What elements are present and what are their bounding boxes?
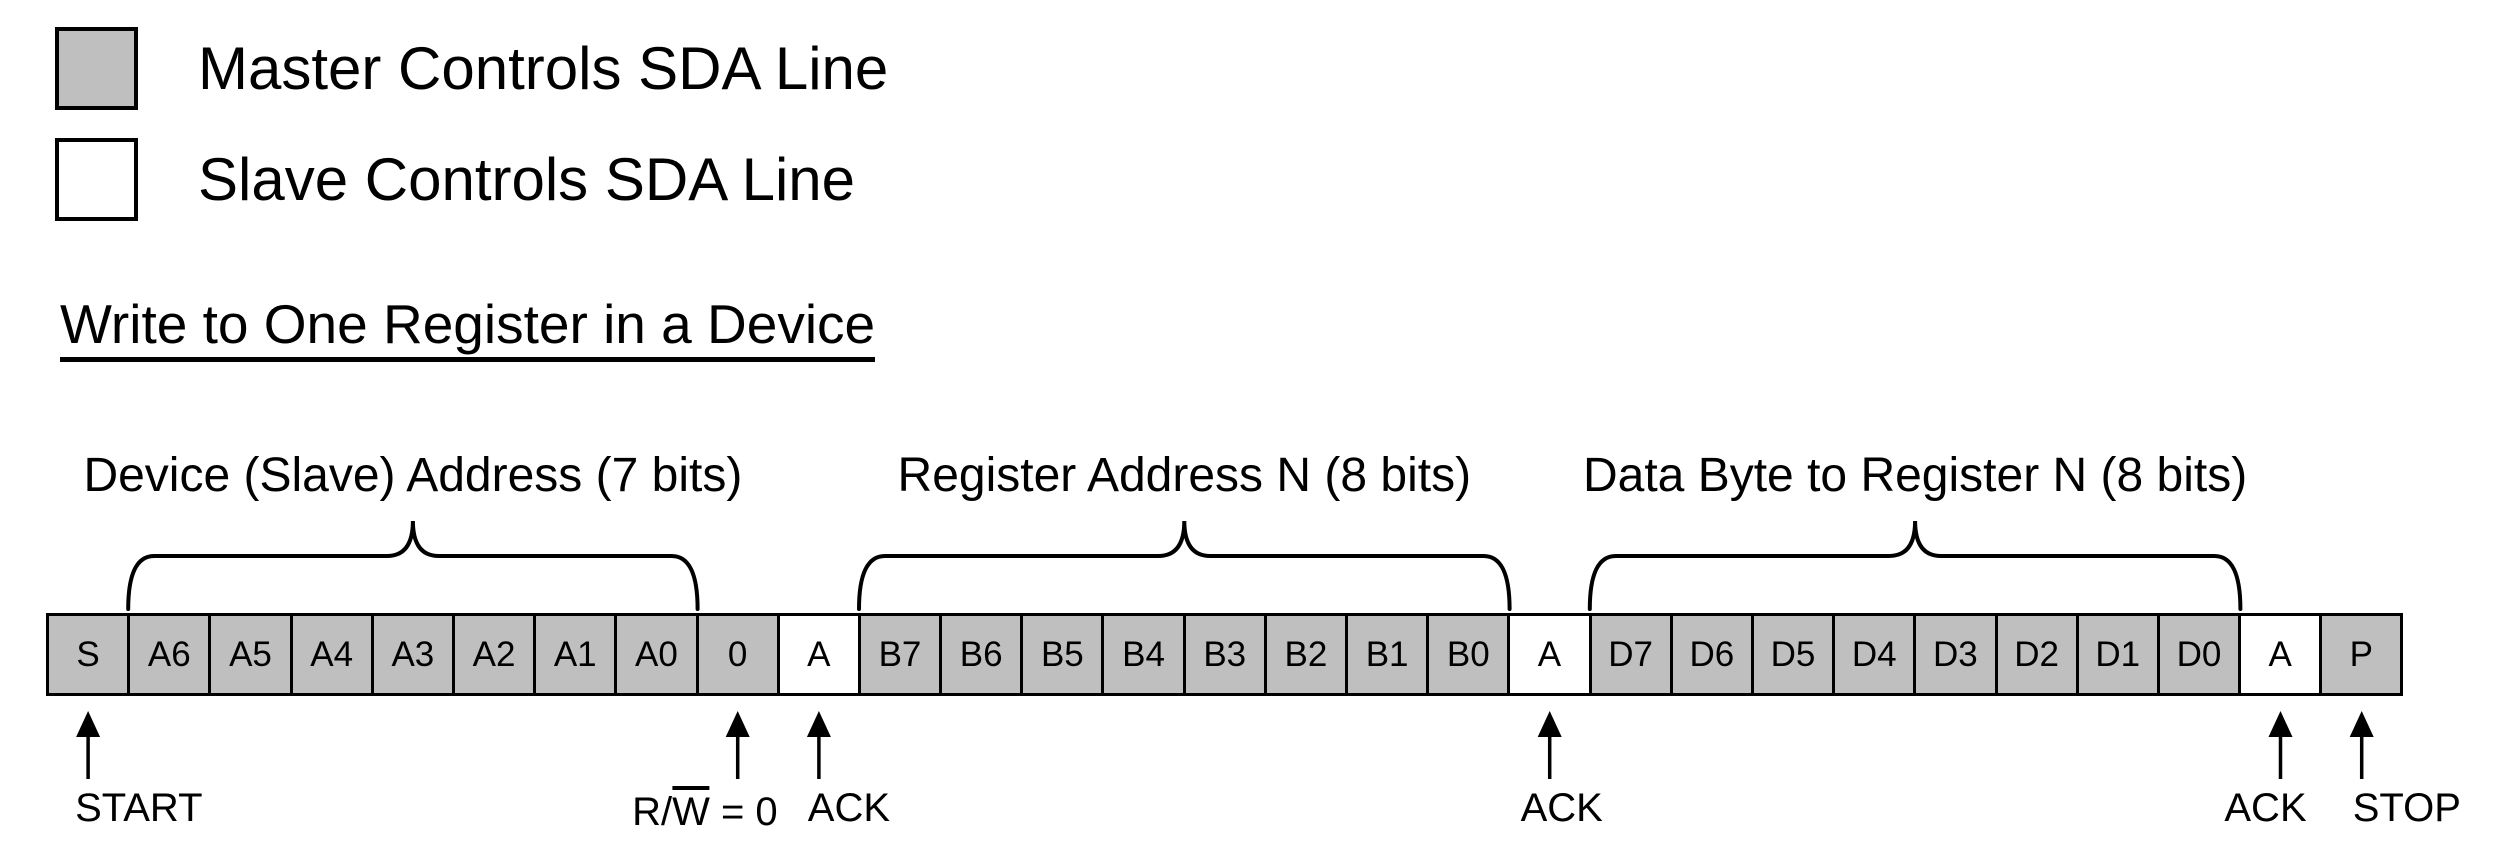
- annotation-label-r-w-0: R/W = 0: [632, 786, 778, 834]
- frame-cell-a1: A1: [533, 613, 618, 696]
- annotation-label-ack: ACK: [1520, 786, 1603, 830]
- annotation-label-ack: ACK: [807, 786, 891, 830]
- frame-cell-b4: B4: [1101, 613, 1186, 696]
- frame-cell-0: 0: [695, 613, 780, 696]
- up-arrow-icon: [806, 711, 831, 779]
- frame-cell-d3: D3: [1913, 613, 1998, 696]
- frame-cell-a3: A3: [370, 613, 455, 696]
- master-swatch-icon: [55, 27, 138, 110]
- slave-swatch-icon: [55, 138, 138, 221]
- section-label-0: Device (Slave) Address (7 bits): [83, 449, 743, 502]
- up-arrow-icon: [2349, 711, 2374, 779]
- section-brace-0: [126, 520, 700, 611]
- frame-cell-d6: D6: [1669, 613, 1754, 696]
- frame-cell-p: P: [2319, 613, 2404, 696]
- frame-cell-b6: B6: [939, 613, 1024, 696]
- frame-cell-a: A: [2238, 613, 2323, 696]
- up-arrow-icon: [1537, 711, 1562, 779]
- frame-cell-a2: A2: [451, 613, 537, 696]
- frame-cell-b7: B7: [857, 613, 943, 696]
- legend: Master Controls SDA Line Slave Controls …: [55, 27, 888, 249]
- annotation-label-start: START: [75, 786, 203, 830]
- annotation-label-stop: STOP: [2352, 786, 2461, 830]
- frame-cell-d0: D0: [2156, 613, 2242, 696]
- frame-cell-a0: A0: [614, 613, 699, 696]
- up-arrow-icon: [725, 711, 750, 779]
- frame-cell-a6: A6: [127, 613, 212, 696]
- frame-cell-a: A: [776, 613, 861, 696]
- annotation-label-ack: ACK: [2224, 786, 2307, 830]
- frame-cell-a5: A5: [208, 613, 293, 696]
- page-title: Write to One Register in a Device: [60, 297, 876, 362]
- legend-label-master: Master Controls SDA Line: [198, 35, 889, 102]
- legend-row-master: Master Controls SDA Line: [55, 27, 888, 110]
- frame-cell-a: A: [1507, 613, 1592, 696]
- frame-cell-b5: B5: [1020, 613, 1105, 696]
- section-brace-1: [857, 520, 1512, 611]
- up-arrow-icon: [2268, 711, 2293, 779]
- overline-char: W: [672, 786, 710, 832]
- section-label-2: Data Byte to Register N (8 bits): [1582, 449, 2248, 502]
- frame-cell-b2: B2: [1263, 613, 1348, 696]
- frame-cell-b0: B0: [1426, 613, 1511, 696]
- legend-row-slave: Slave Controls SDA Line: [55, 138, 888, 221]
- frame-cell-d2: D2: [1994, 613, 2079, 696]
- frame-cell-a4: A4: [289, 613, 374, 696]
- section-brace-2: [1587, 520, 2243, 611]
- frame-cell-d4: D4: [1832, 613, 1917, 696]
- frame-cell-s: S: [46, 613, 131, 696]
- frame-cell-d5: D5: [1750, 613, 1836, 696]
- frame-cell-b3: B3: [1182, 613, 1267, 696]
- frame-cell-b1: B1: [1345, 613, 1430, 696]
- section-label-1: Register Address N (8 bits): [897, 449, 1472, 502]
- frame-cell-d7: D7: [1588, 613, 1673, 696]
- frame-cell-d1: D1: [2075, 613, 2160, 696]
- legend-label-slave: Slave Controls SDA Line: [198, 146, 856, 213]
- up-arrow-icon: [76, 711, 101, 779]
